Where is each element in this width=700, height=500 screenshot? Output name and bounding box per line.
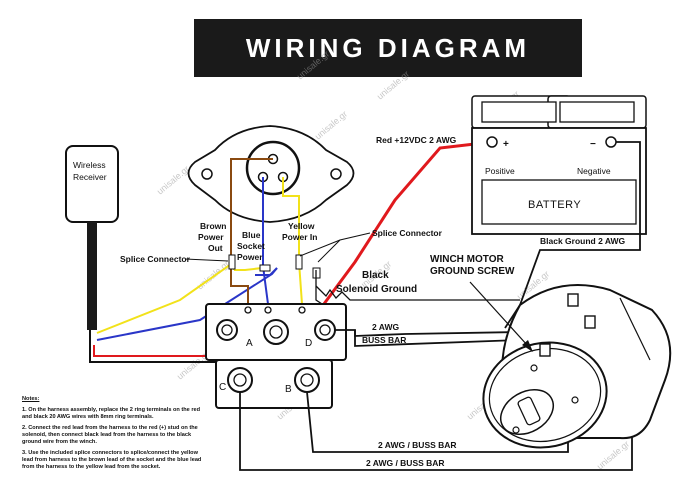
black-ground-label: Black Ground 2 AWG: [540, 236, 626, 246]
terminal-a-label: A: [246, 338, 253, 349]
black-solenoid-ground-wire: [315, 285, 520, 301]
note-3: 3. Use the included splice connectors to…: [22, 450, 202, 470]
note-2: 2. Connect the red lead from the harness…: [22, 425, 198, 445]
title-bar: WIRING DIAGRAM: [194, 19, 582, 77]
battery-positive-label: Positive: [485, 166, 515, 176]
buss-bar-bottom-label: 2 AWG / BUSS BAR: [366, 458, 445, 468]
black-wire-drop: [315, 270, 323, 305]
black-label: Black: [362, 270, 389, 281]
winch-motor: [482, 284, 672, 449]
blue-label-1: Blue: [242, 230, 261, 240]
terminal-b-label: B: [285, 384, 292, 395]
wireless-receiver: Wireless Receiver: [65, 145, 119, 330]
winch-ground-screw-label-2: GROUND SCREW: [430, 266, 515, 277]
winch-ground-screw-label-1: WINCH MOTOR: [430, 254, 504, 265]
receiver-label-line2: Receiver: [73, 172, 107, 182]
note-1: 1. On the harness assembly, replace the …: [22, 407, 201, 420]
diagram-title: WIRING DIAGRAM: [245, 32, 531, 63]
battery-label: BATTERY: [528, 199, 581, 211]
brown-label-2: Power: [198, 232, 224, 242]
yellow-label-2: Power In: [282, 232, 317, 242]
brown-label-3: Out: [208, 243, 223, 253]
brown-label-1: Brown: [200, 221, 226, 231]
buss-bar-top-label-2: BUSS BAR: [362, 335, 406, 345]
notes: Notes: 1. On the harness assembly, repla…: [22, 396, 210, 471]
notes-title: Notes:: [22, 396, 40, 402]
solenoid-ground-label: Solenoid Ground: [336, 284, 417, 295]
watermark-13: unisale.gr: [595, 439, 631, 472]
splice-connector-right-label: Splice Connector: [372, 228, 443, 238]
blue-label-2: Socket: [237, 241, 265, 251]
terminal-c-label: C: [219, 382, 226, 393]
watermark-2: unisale.gr: [375, 69, 411, 102]
yellow-label-1: Yellow: [288, 221, 315, 231]
battery-negative-symbol: −: [590, 139, 596, 150]
socket-plate: [187, 125, 355, 223]
battery-negative-label: Negative: [577, 166, 611, 176]
blue-label-3: Power: [237, 252, 263, 262]
splice-connector-left-label: Splice Connector: [120, 254, 191, 264]
receiver-label-line1: Wireless: [73, 160, 106, 170]
watermark-4: unisale.gr: [313, 109, 349, 142]
watermark-1: unisale.gr: [295, 49, 331, 82]
red-power-label: Red +12VDC 2 AWG: [376, 135, 457, 145]
buss-bar-middle-label: 2 AWG / BUSS BAR: [378, 440, 457, 450]
watermark-3: unisale.gr: [155, 164, 191, 197]
battery-positive-symbol: +: [503, 139, 509, 150]
terminal-d-label: D: [305, 338, 312, 349]
solenoid: A D C B: [205, 303, 347, 409]
buss-bar-top-label-1: 2 AWG: [372, 322, 399, 332]
battery: BATTERY + − Positive Negative: [471, 95, 647, 235]
ground-screw-pointer: [469, 281, 529, 347]
